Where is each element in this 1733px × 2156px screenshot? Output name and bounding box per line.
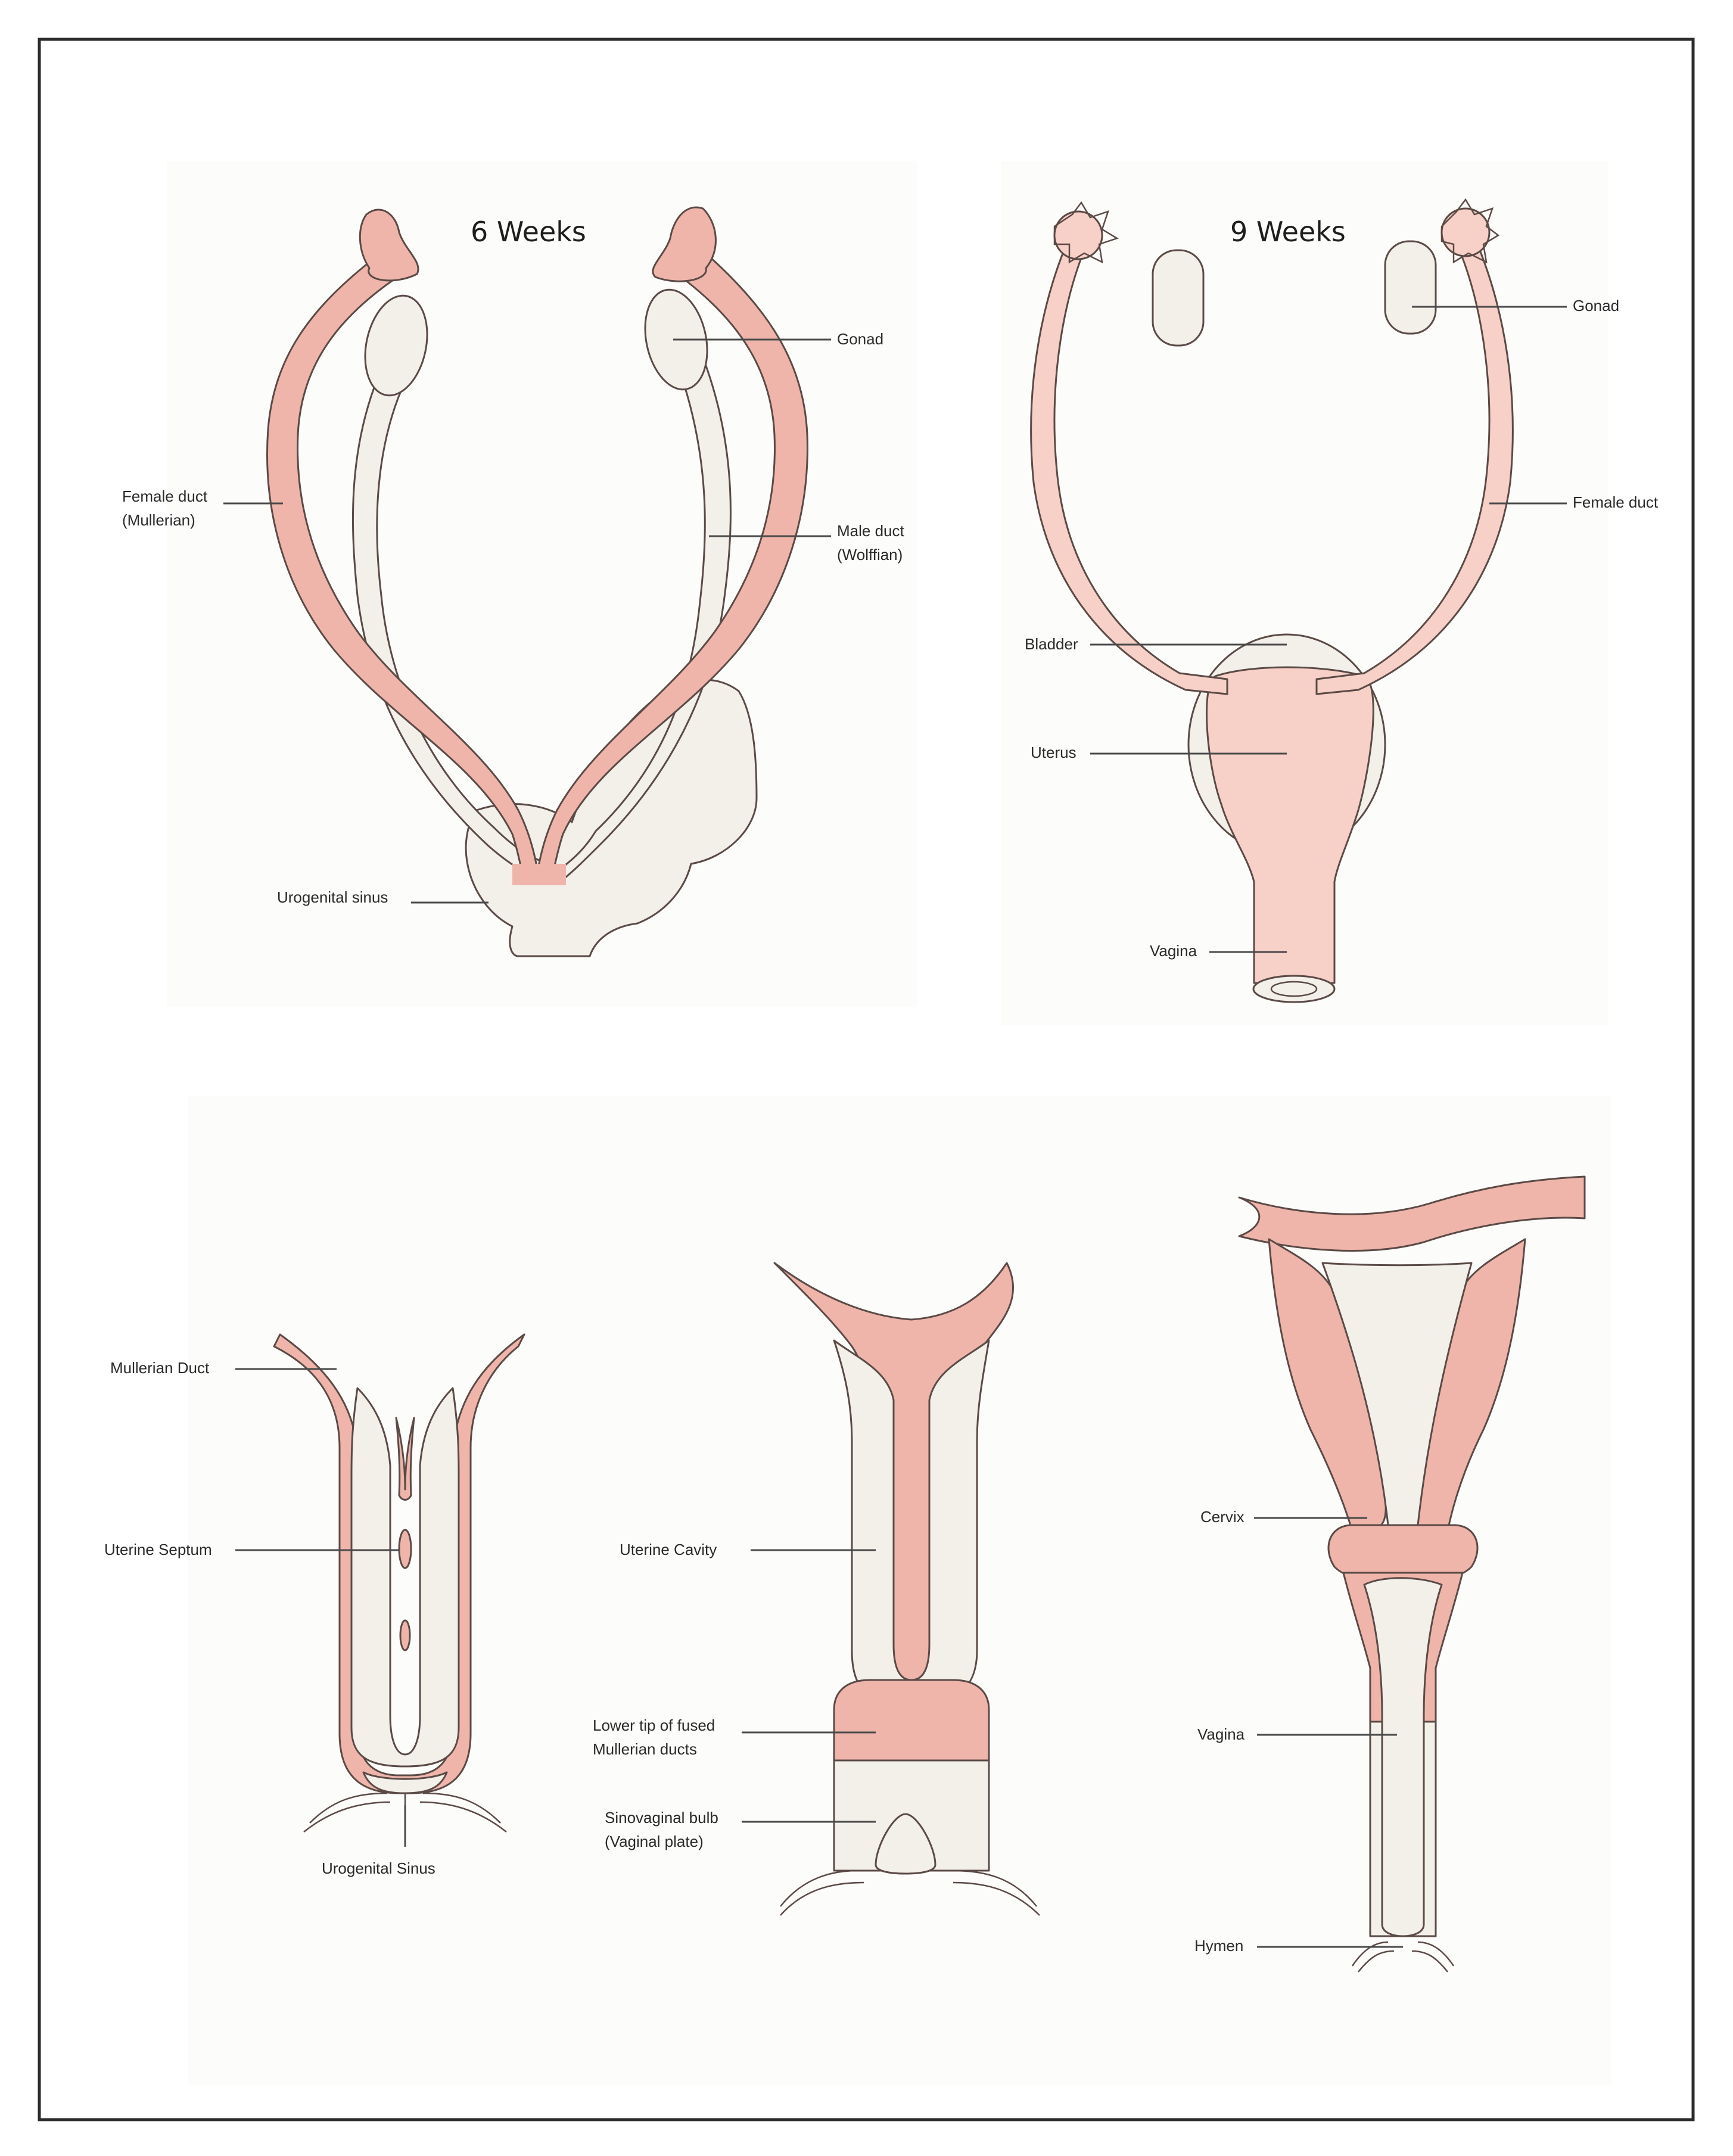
label-male-duct-6w: Male duct [837, 522, 904, 540]
female-duct-cap-left [359, 209, 419, 282]
label-bladder-9w: Bladder [1025, 635, 1078, 653]
title-9-weeks: 9 Weeks [1230, 216, 1346, 248]
label-sinovaginal-sub: (Vaginal plate) [605, 1833, 704, 1850]
title-6-weeks: 6 Weeks [471, 216, 586, 248]
septum-remnant-1 [398, 1529, 412, 1569]
stage-c-cavity [1321, 1262, 1473, 1526]
gonad-left [364, 294, 428, 397]
label-mullerian-duct: Mullerian Duct [110, 1359, 210, 1377]
gonad-9w-right [1384, 240, 1437, 335]
label-lower-tip: Lower tip of fused [593, 1716, 715, 1734]
stage-b-bulb [875, 1813, 936, 1875]
stage-b-cavity [833, 1339, 990, 1705]
stage-a-sinus-lines [303, 1792, 507, 1833]
stage-c-cervix [1327, 1524, 1479, 1578]
label-hymen: Hymen [1194, 1937, 1243, 1955]
stage-b-sinus-lines [780, 1869, 1040, 1916]
vaginal-opening-inner [1270, 981, 1318, 997]
gonad-9w-left [1152, 249, 1205, 347]
stage-a-sinus-cap [362, 1771, 448, 1794]
fused-duct-tip [512, 864, 566, 885]
female-duct-9w-left [1030, 243, 1228, 695]
label-male-duct-6w-sub: (Wolffian) [837, 546, 903, 564]
label-gonad-9w: Gonad [1573, 297, 1619, 315]
stage-c-fundus [1238, 1175, 1586, 1252]
vaginal-opening [1252, 975, 1336, 1003]
uterus-shape [1206, 666, 1374, 984]
diagram-stage-septum [273, 1333, 525, 1833]
diagram-stage-fused [773, 1262, 1040, 1916]
fimbria-left [1053, 201, 1119, 264]
stage-a-cavity [350, 1387, 460, 1768]
label-vagina-9w: Vagina [1150, 942, 1197, 960]
stage-a-septum [395, 1417, 415, 1501]
stage-c-vagina-lumen [1363, 1577, 1443, 1937]
label-female-duct-6w: Female duct [122, 487, 208, 505]
diagram-stage-mature [1238, 1175, 1586, 1973]
label-uterine-septum: Uterine Septum [104, 1541, 212, 1558]
label-female-duct-9w: Female duct [1573, 493, 1659, 511]
label-urogenital-sinus-a: Urogenital Sinus [322, 1859, 435, 1877]
label-sinovaginal: Sinovaginal bulb [605, 1809, 718, 1827]
stage-b-lower-tip [833, 1679, 990, 1762]
septum-remnant-2 [399, 1619, 411, 1651]
label-lower-tip-sub: Mullerian ducts [593, 1740, 697, 1758]
diagram-6-weeks [266, 206, 808, 957]
female-duct-cap-right [652, 206, 717, 282]
fimbria-right [1440, 198, 1500, 264]
label-female-duct-6w-sub: (Mullerian) [122, 511, 195, 529]
diagram-9-weeks [1030, 198, 1514, 1003]
label-vagina-c: Vagina [1197, 1725, 1245, 1743]
label-uterus-9w: Uterus [1031, 743, 1076, 761]
label-gonad-6w: Gonad [837, 330, 883, 348]
female-duct-9w-right [1315, 243, 1514, 695]
label-uterine-cavity: Uterine Cavity [620, 1541, 717, 1558]
label-urogenital-sinus-6w: Urogenital sinus [277, 888, 388, 906]
label-cervix: Cervix [1200, 1508, 1244, 1526]
